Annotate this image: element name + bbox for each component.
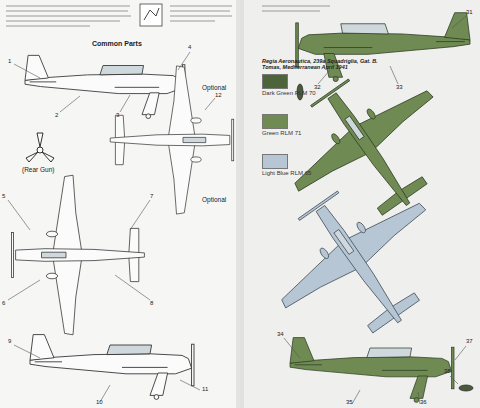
callout-number: 10 (96, 399, 103, 406)
callout-number: 37 (466, 338, 473, 345)
part-note: (Rear Gun) (22, 166, 55, 173)
callout-number: 35 (346, 399, 353, 406)
callout-number: 31 (466, 9, 473, 16)
color-swatch (262, 114, 288, 129)
part-note: Optional (202, 84, 226, 91)
callout-number: 8 (150, 300, 153, 307)
callout-number: 3 (116, 112, 119, 119)
scheme-heading: Regia Aeronautica, 239a Squadriglia, Gat… (262, 58, 380, 70)
callout-number: 7 (150, 193, 153, 200)
callout-number: 9 (8, 338, 11, 345)
callout-number: 2 (55, 112, 58, 119)
color-swatch (262, 154, 288, 169)
callout-number: 5 (2, 193, 5, 200)
callout-number: 34 (277, 331, 284, 338)
callout-number: 6 (2, 300, 5, 307)
callout-number: 38 (444, 368, 451, 375)
callout-number: 32 (314, 84, 321, 91)
part-note: Common Parts (92, 40, 142, 48)
callout-number: 33 (396, 84, 403, 91)
part-note: Optional (202, 196, 226, 203)
callout-number: 4 (188, 44, 191, 51)
legend-text: Green RLM 71 (262, 130, 322, 137)
legend-item: Light Blue RLM 65 (262, 154, 322, 177)
callout-number: 1 (8, 58, 11, 65)
callout-number: 12 (215, 92, 222, 99)
legend-text: Light Blue RLM 65 (262, 170, 322, 177)
callout-number: 36 (420, 399, 427, 406)
legend-item: Green RLM 71 (262, 114, 322, 137)
callout-number: 11 (202, 386, 208, 393)
legend-item: Dark Green RLM 70 (262, 74, 322, 97)
legend-text: Dark Green RLM 70 (262, 90, 322, 97)
color-swatch (262, 74, 288, 89)
